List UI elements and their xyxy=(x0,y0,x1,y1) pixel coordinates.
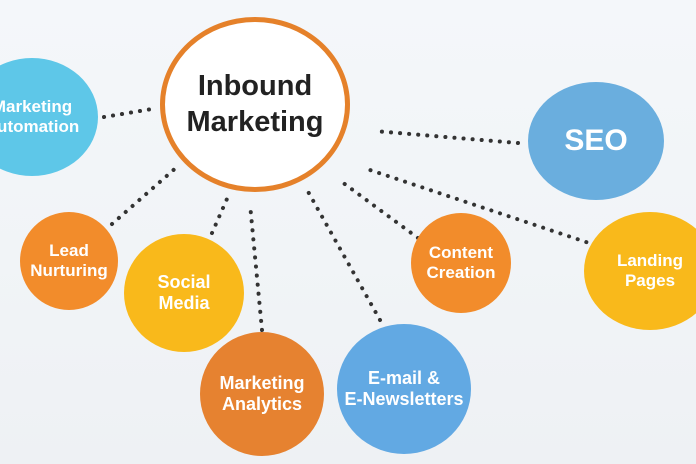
node-landing-pages: Landing Pages xyxy=(584,212,696,330)
node-marketing-analytics: Marketing Analytics xyxy=(200,332,324,456)
connectors xyxy=(102,107,597,332)
node-label-seo: SEO xyxy=(564,124,628,158)
connector-social-media xyxy=(210,190,232,235)
node-label-marketing-analytics: Marketing Analytics xyxy=(219,372,305,414)
node-seo: SEO xyxy=(528,82,664,200)
node-label-content-creation: Content Creation xyxy=(426,242,496,282)
hub-inbound-marketing: Inbound Marketing xyxy=(160,17,350,192)
connector-lead-nurturing xyxy=(110,164,180,226)
node-label-social-media: Social Media xyxy=(157,271,211,313)
connector-marketing-analytics xyxy=(248,202,264,332)
connector-content-creation xyxy=(340,180,420,240)
node-label-lead-nurturing: Lead Nurturing xyxy=(30,240,108,280)
hub-label: Inbound Marketing xyxy=(186,70,324,138)
connector-email-newsletters xyxy=(304,186,382,322)
node-label-marketing-automation: Marketing Automation xyxy=(0,96,80,136)
connector-seo xyxy=(372,129,520,145)
node-label-email-newsletters: E-mail & E-Newsletters xyxy=(344,367,464,409)
node-lead-nurturing: Lead Nurturing xyxy=(20,212,118,310)
node-email-newsletters: E-mail & E-Newsletters xyxy=(337,324,471,454)
node-social-media: Social Media xyxy=(124,234,244,352)
connector-marketing-automation xyxy=(102,107,154,119)
node-content-creation: Content Creation xyxy=(411,213,511,313)
node-label-landing-pages: Landing Pages xyxy=(616,250,684,290)
